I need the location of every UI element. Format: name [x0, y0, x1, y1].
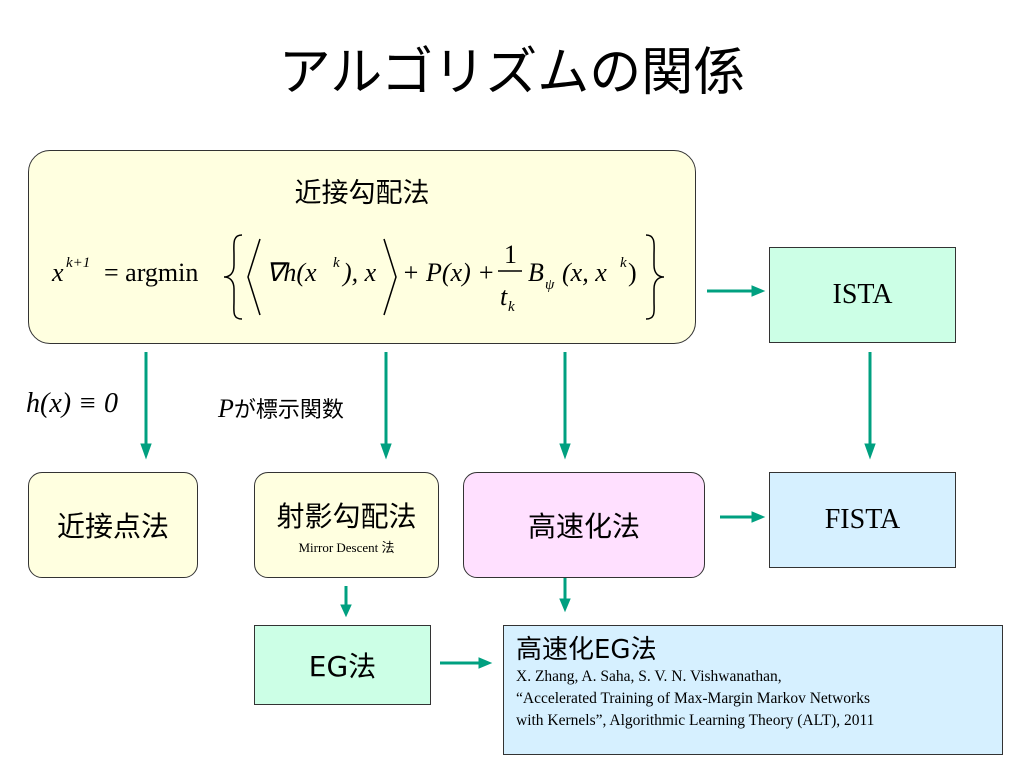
proximal-gradient-label: 近接勾配法	[294, 178, 430, 209]
formula-frac-den-sub: k	[508, 299, 515, 315]
reference-title: “Accelerated Training of Max-Margin Mark…	[516, 690, 870, 707]
left-angle	[247, 238, 261, 316]
eg-box: EG法	[254, 625, 431, 705]
h-zero-condition: h(x) ≡ 0	[26, 388, 118, 419]
page-title: アルゴリズムの関係	[278, 43, 746, 103]
ista-label: ISTA	[832, 279, 893, 310]
projected-gradient-box: 射影勾配法 Mirror Descent 法	[254, 472, 439, 578]
update-formula: x k+1 = argmin ∇h(x k ), x + P(x) + 1 t …	[28, 225, 696, 325]
fista-label: FISTA	[824, 504, 901, 535]
right-brace	[645, 234, 665, 320]
formula-bregman: B	[528, 258, 544, 287]
formula-frac-num: 1	[504, 240, 517, 269]
eg-label: EG法	[308, 650, 377, 683]
accelerated-eg-box: 高速化EG法 X. Zhang, A. Saha, S. V. N. Vishw…	[503, 625, 1003, 755]
arrow-accelerated-to-fista	[720, 511, 766, 523]
formula-bregman-close: )	[628, 258, 637, 287]
arrow-to-ista	[707, 285, 766, 297]
formula-grad: ∇h(x	[266, 258, 317, 287]
accelerated-label: 高速化法	[527, 510, 640, 543]
formula-grad-sup: k	[333, 255, 340, 271]
ista-box: ISTA	[769, 247, 956, 343]
accelerated-box: 高速化法	[463, 472, 705, 578]
formula-frac-den: t	[500, 282, 508, 311]
formula-bregman-args: (x, x	[562, 258, 607, 287]
formula-lhs-sup: k+1	[66, 255, 90, 271]
proximal-point-label: 近接点法	[56, 510, 169, 543]
formula-bregman-sup: k	[620, 255, 627, 271]
proximal-point-box: 近接点法	[28, 472, 198, 578]
right-angle	[383, 238, 397, 316]
projected-gradient-label: 射影勾配法	[276, 499, 417, 533]
formula-grad-tail: ), x	[341, 258, 377, 287]
formula-argmin: = argmin	[104, 258, 198, 287]
arrow-to-accelerated-eg	[559, 578, 571, 613]
reference-authors: X. Zhang, A. Saha, S. V. N. Vishwanathan…	[516, 668, 782, 685]
formula-bregman-sub: ψ	[545, 277, 555, 293]
arrow-eg-to-accelerated-eg	[440, 657, 493, 669]
formula-penalty: + P(x) +	[402, 258, 495, 287]
arrow-to-proximal-point	[140, 352, 152, 460]
reference-venue: with Kernels”, Algorithmic Learning Theo…	[516, 712, 875, 729]
proximal-gradient-box: 近接勾配法	[28, 150, 696, 344]
arrow-to-projected-gradient	[380, 352, 392, 460]
formula-lhs: x	[51, 258, 64, 287]
p-indicator-condition: Pが標示関数	[218, 392, 344, 424]
accelerated-eg-label: 高速化EG法	[516, 635, 657, 665]
p-symbol: P	[218, 394, 234, 423]
left-brace	[223, 234, 243, 320]
arrow-ista-to-fista	[864, 352, 876, 460]
fista-box: FISTA	[769, 472, 956, 568]
arrow-to-eg	[340, 586, 352, 618]
p-indicator-text: が標示関数	[233, 398, 344, 423]
arrow-to-accelerated	[559, 352, 571, 460]
mirror-descent-label: Mirror Descent 法	[298, 539, 395, 555]
